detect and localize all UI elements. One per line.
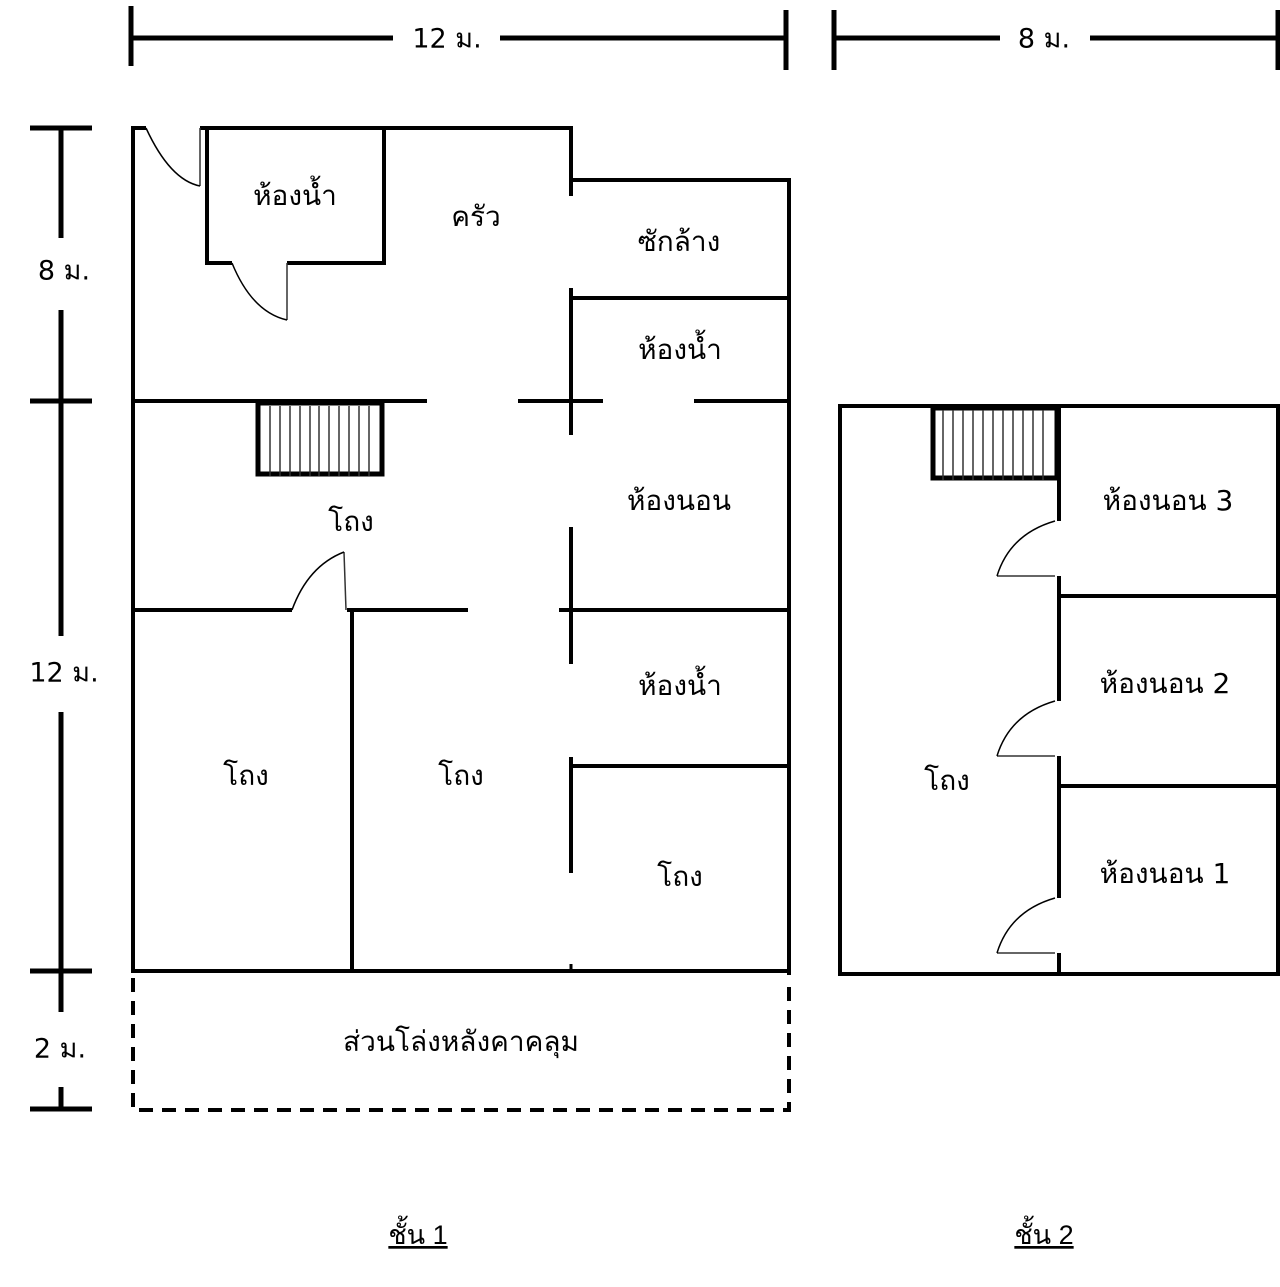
floor1-plan: ห้องน้ำ ครัว ซักล้าง ห้องน้ำ โถง ห้องนอน… <box>131 126 791 1250</box>
dimension-label: 8 ม. <box>38 256 90 287</box>
room-label-bathroom-side: ห้องน้ำ <box>638 329 722 366</box>
room-label-bedroom1: ห้องนอน 1 <box>1100 857 1231 890</box>
stairs-icon <box>930 405 1060 481</box>
room-label-hall: โถง <box>924 764 970 797</box>
room-label-hall-front-right: โถง <box>657 860 703 893</box>
door-swing <box>996 520 1056 577</box>
room-label-hall-front-left: โถง <box>223 759 269 792</box>
door-swing <box>231 262 288 321</box>
dimension-floor2-width: 8 ม. <box>831 10 1280 70</box>
covered-porch-outline <box>131 978 791 1112</box>
room-label-covered-porch: ส่วนโล่งหลังคาคลุม <box>343 1025 579 1059</box>
room-label-laundry: ซักล้าง <box>638 225 721 258</box>
dimension-label: 2 ม. <box>34 1034 86 1065</box>
floor2-caption: ชั้น 2 <box>1014 1215 1073 1250</box>
door-swing <box>145 127 201 187</box>
room-label-bathroom-rear: ห้องน้ำ <box>253 175 337 212</box>
wall <box>205 128 232 265</box>
floor1-caption: ชั้น 1 <box>388 1215 447 1250</box>
wall <box>287 128 386 265</box>
door-swing <box>291 551 345 611</box>
door-swing <box>996 897 1056 954</box>
room-label-kitchen: ครัว <box>451 200 501 233</box>
dimension-label: 12 ม. <box>29 658 98 689</box>
room-label-hall-center: โถง <box>328 505 374 538</box>
room-label-bedroom2: ห้องนอน 2 <box>1100 667 1231 700</box>
room-label-bedroom: ห้องนอน <box>627 484 731 517</box>
room-label-bathroom-front: ห้องน้ำ <box>638 665 722 702</box>
room-label-bedroom3: ห้องนอน 3 <box>1103 484 1234 517</box>
dimension-label: 12 ม. <box>412 24 481 55</box>
room-label-hall-front-middle: โถง <box>438 759 484 792</box>
stairs-icon <box>255 400 385 477</box>
floor2-plan: โถง ห้องนอน 3 ห้องนอน 2 ห้องนอน 1 ชั้น 2 <box>838 404 1280 1250</box>
dimension-label: 8 ม. <box>1018 24 1070 55</box>
door-leaf <box>343 551 347 611</box>
dimension-floor1-width: 12 ม. <box>128 6 789 70</box>
dimension-depths: 8 ม. 12 ม. 2 ม. <box>29 125 99 1112</box>
door-swing <box>996 700 1056 757</box>
